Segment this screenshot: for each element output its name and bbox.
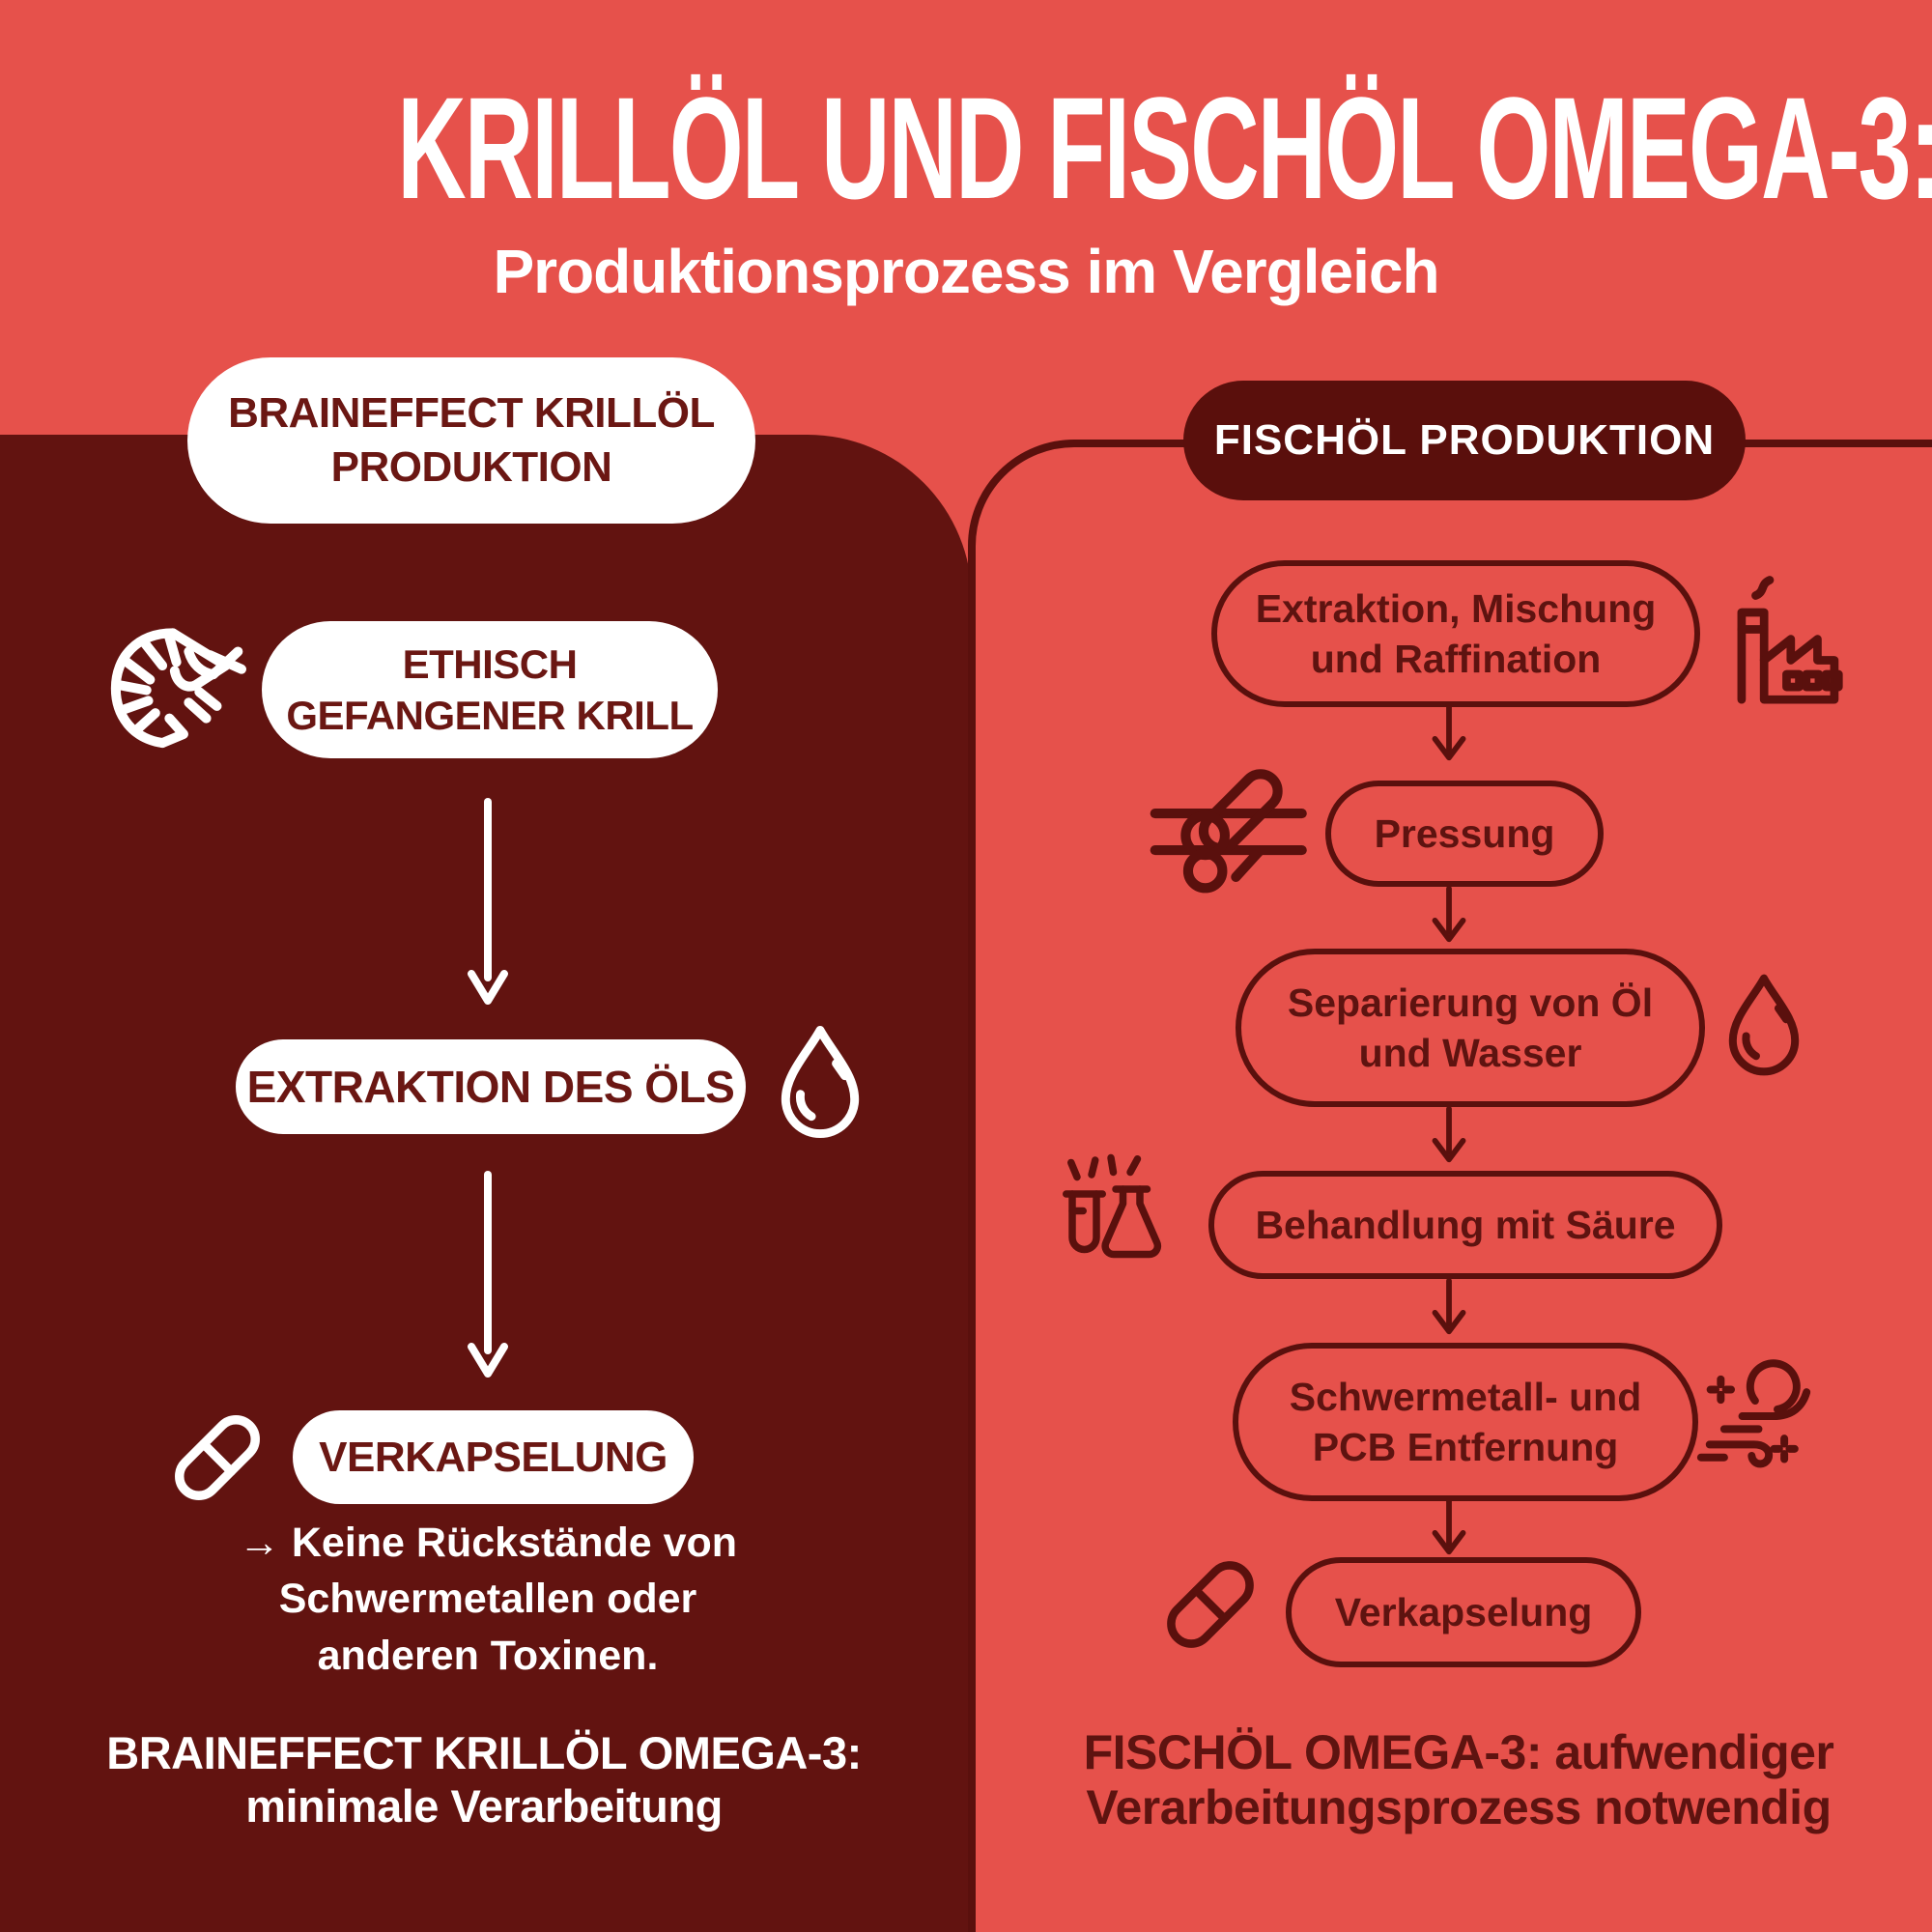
step-encapsulation-pill: VERKAPSELUNG xyxy=(293,1410,694,1504)
krill-note-line3: anderen Toxinen. xyxy=(317,1632,659,1679)
krill-header-line2: PRODUKTION xyxy=(330,443,612,491)
page-subtitle: Produktionsprozess im Vergleich xyxy=(493,237,1439,306)
fish-step3-line1: Separierung von Öl xyxy=(1287,980,1654,1025)
fish-step4-pill: Behandlung mit Säure xyxy=(1208,1171,1722,1279)
krill-footer: BRAINEFFECT KRILLÖL OMEGA-3: minimale Ve… xyxy=(25,1727,943,1833)
fish-footer-line2: Verarbeitungsprozess notwendig xyxy=(1086,1780,1832,1834)
krill-note: → Keine Rückstände von Schwermetallen od… xyxy=(193,1515,782,1684)
fish-step6-label: Verkapselung xyxy=(1334,1589,1593,1634)
fish-header-pill: FISCHÖL PRODUKTION xyxy=(1183,381,1746,500)
step-extraction-pill: EXTRAKTION DES ÖLS xyxy=(236,1039,746,1134)
krill-note-line2: Schwermetallen oder xyxy=(278,1576,697,1623)
page-title: KRILLÖL UND FISCHÖL OMEGA-3: xyxy=(0,75,1932,220)
fish-step5-line1: Schwermetall- und xyxy=(1289,1374,1642,1419)
fish-footer-line1: FISCHÖL OMEGA-3: aufwendiger xyxy=(1083,1725,1834,1779)
step-krill-pill: ETHISCH GEFANGENER KRILL xyxy=(262,621,718,758)
press-rollers-icon xyxy=(1138,759,1321,895)
krill-header-pill: BRAINEFFECT KRILLÖL PRODUKTION xyxy=(187,357,755,524)
step-krill-line2: GEFANGENER KRILL xyxy=(286,693,694,738)
fish-step6-pill: Verkapselung xyxy=(1286,1557,1641,1667)
oil-drop-icon xyxy=(1719,964,1808,1086)
capsule-icon xyxy=(1151,1546,1269,1663)
shrimp-icon xyxy=(85,611,261,770)
flow-arrow-down-icon xyxy=(1422,705,1476,765)
fish-step1-line1: Extraktion, Mischung xyxy=(1255,585,1657,631)
fish-header-label: FISCHÖL PRODUKTION xyxy=(1213,416,1716,464)
krill-note-line1: → Keine Rückstände von xyxy=(238,1520,738,1566)
capsule-icon xyxy=(160,1401,274,1515)
fish-step4-label: Behandlung mit Säure xyxy=(1255,1202,1676,1247)
wind-purification-icon xyxy=(1692,1343,1847,1483)
fish-step5-line2: PCB Entfernung xyxy=(1312,1425,1619,1469)
fish-step1-pill: Extraktion, Mischung und Raffination xyxy=(1211,560,1700,707)
page-title-text: KRILLÖL UND FISCHÖL OMEGA-3: xyxy=(397,67,1932,229)
krill-footer-line2: minimale Verarbeitung xyxy=(245,1779,723,1832)
fish-step1-line2: und Raffination xyxy=(1310,637,1602,681)
flow-arrow-down-icon xyxy=(467,798,509,1009)
fish-step2-label: Pressung xyxy=(1374,810,1555,856)
flow-arrow-down-icon xyxy=(1422,887,1476,947)
flow-arrow-down-icon xyxy=(1422,1279,1476,1339)
factory-icon xyxy=(1708,562,1862,724)
lab-flasks-icon xyxy=(1048,1150,1193,1277)
fish-step3-line2: und Wasser xyxy=(1358,1031,1582,1075)
fish-step3-pill: Separierung von Öl und Wasser xyxy=(1236,949,1705,1107)
krill-header-line1: BRAINEFFECT KRILLÖL xyxy=(228,389,715,438)
flow-arrow-down-icon xyxy=(1422,1107,1476,1167)
step-extraction-label: EXTRAKTION DES ÖLS xyxy=(246,1062,735,1112)
step-encapsulation-label: VERKAPSELUNG xyxy=(319,1433,668,1481)
fish-step5-pill: Schwermetall- und PCB Entfernung xyxy=(1233,1343,1698,1501)
flow-arrow-down-icon xyxy=(467,1171,509,1381)
flow-arrow-down-icon xyxy=(1422,1499,1476,1559)
fish-footer: FISCHÖL OMEGA-3: aufwendiger Verarbeitun… xyxy=(1024,1725,1893,1835)
oil-drop-icon xyxy=(771,1014,869,1150)
step-krill-line1: ETHISCH xyxy=(402,640,578,687)
fish-step2-pill: Pressung xyxy=(1325,781,1604,887)
krill-footer-line1: BRAINEFFECT KRILLÖL OMEGA-3: xyxy=(106,1727,862,1778)
